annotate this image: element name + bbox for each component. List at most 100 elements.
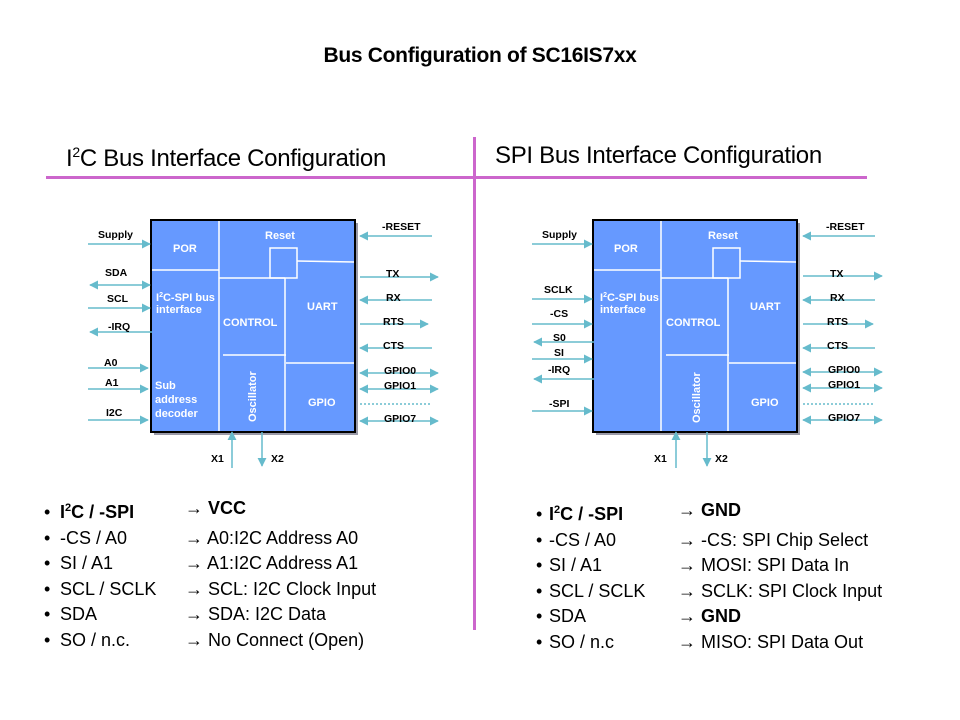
pin-label-irq: -IRQ (548, 364, 570, 376)
horizontal-divider (46, 176, 867, 179)
left-pin-arrows (88, 239, 152, 425)
arrow-icon: → (185, 629, 203, 650)
pin-label-gpio0: GPIO0 (828, 364, 860, 376)
list-item: •SI / A1→ MOSI: SPI Data In (536, 553, 849, 579)
bullet-icon: • (44, 553, 51, 573)
list-item: • SO / n.c. → No Connect (Open) (44, 628, 364, 654)
bullet-icon: • (536, 529, 543, 550)
list-item: • I2C / -SPI → VCC (44, 496, 246, 526)
sub-address-label-3: decoder (155, 408, 199, 420)
pin-name: SO / n.c. (60, 629, 131, 650)
list-item: •SCL / SCLK→ SCL: I2C Clock Input (44, 577, 376, 603)
pin-description: → SCL: I2C Clock Input (185, 578, 377, 599)
list-item: • -CS / A0 → -CS: SPI Chip Select (536, 528, 868, 554)
pin-name: SI / A1 (60, 553, 114, 573)
gpio-block-label: GPIO (751, 397, 779, 409)
pin-label-irq: -IRQ (108, 321, 130, 333)
bullet-icon: • (44, 629, 51, 650)
pin-name: SCL / SCLK (60, 578, 157, 599)
arrow-icon: → (185, 527, 203, 548)
pin-label-spi: -SPI (549, 398, 570, 410)
pin-label-x2: X2 (271, 453, 284, 465)
arrow-icon: → (678, 555, 696, 575)
arrow-icon: → (185, 578, 203, 599)
i2c-section-heading: I2C Bus Interface Configuration (66, 144, 386, 173)
bullet-icon: • (536, 504, 543, 524)
right-pin-arrows (359, 231, 439, 426)
arrow-icon: → VCC (185, 498, 247, 518)
pin-name: -CS / A0 (549, 529, 617, 550)
i2c-block-diagram: POR Reset I2C-SPI bus interface CONTROL … (60, 210, 440, 470)
arrow-icon: → (678, 500, 696, 520)
pin-label-si: SI (554, 347, 564, 359)
vertical-divider (473, 137, 476, 630)
control-block-label: CONTROL (666, 317, 721, 329)
chip-body (150, 219, 356, 433)
pin-name: I2C / -SPI (60, 502, 135, 522)
list-item: • SDA → GND (536, 604, 741, 630)
pin-label-so: S0 (553, 332, 566, 344)
list-item: •SDA→ SDA: I2C Data (44, 602, 326, 628)
spi-section-heading: SPI Bus Interface Configuration (495, 142, 822, 169)
pin-description: → A1:I2C Address A1 (185, 553, 359, 573)
bullet-icon: • (44, 527, 51, 548)
pin-label-cts: CTS (383, 340, 404, 352)
pin-label-x2: X2 (715, 453, 728, 465)
pin-label-reset: -RESET (826, 221, 865, 233)
spi-pin-config-list: •I2C / -SPI→ GND •-CS / A0→ -CS: SPI Chi… (536, 498, 882, 655)
oscillator-block-label: Oscillator (247, 371, 259, 422)
pin-label-supply: Supply (542, 229, 577, 241)
arrow-icon: → (678, 606, 696, 626)
pin-description: → GND (678, 606, 742, 626)
oscillator-block-label: Oscillator (691, 372, 703, 423)
bus-interface-label-line1: I2C-SPI bus (156, 292, 215, 304)
pin-name: SDA (549, 606, 587, 626)
pin-label-gpio1: GPIO1 (828, 379, 860, 391)
sub-address-label-1: Sub (155, 380, 176, 392)
chip-internal-lines (594, 221, 797, 431)
bottom-pin-arrows (227, 431, 267, 468)
right-pin-arrows (802, 231, 883, 425)
pin-label-sda: SDA (105, 267, 128, 279)
pin-label-gpio0: GPIO0 (384, 365, 416, 377)
pin-name: -CS / A0 (60, 527, 128, 548)
pin-description: → GND (678, 500, 742, 520)
pin-name: SO / n.c (549, 631, 615, 652)
spi-block-diagram: POR Reset I2C-SPI bus interface CONTROL … (502, 210, 892, 470)
sub-address-label-2: address (155, 394, 197, 406)
uart-block-label: UART (750, 301, 781, 313)
pin-label-gpio7: GPIO7 (384, 413, 416, 425)
arrow-icon: → (678, 529, 696, 550)
bus-interface-label-line2: interface (156, 304, 202, 316)
bullet-icon: • (44, 502, 51, 522)
uart-block-label: UART (307, 301, 338, 313)
pin-name: SDA (60, 604, 98, 624)
pin-label-rx: RX (386, 292, 401, 304)
bullet-icon: • (536, 580, 543, 601)
pin-description: → A0:I2C Address A0 (185, 527, 359, 548)
pin-label-gpio7: GPIO7 (828, 412, 860, 424)
arrow-icon: → (185, 553, 203, 573)
pin-description: → No Connect (Open) (185, 629, 365, 650)
pin-label-cts: CTS (827, 340, 848, 352)
bottom-pin-arrows (671, 431, 712, 468)
chip-body (592, 219, 798, 433)
pin-label-x1: X1 (211, 453, 224, 465)
pin-name: SI / A1 (549, 555, 603, 575)
pin-label-sclk: SCLK (544, 284, 573, 296)
pin-label-gpio1: GPIO1 (384, 380, 416, 392)
arrow-icon: → (678, 580, 696, 601)
pin-label-rts: RTS (827, 316, 848, 328)
pin-label-scl: SCL (107, 293, 129, 305)
chip-internal-lines (152, 221, 355, 431)
i2c-heading-sup: 2 (72, 144, 80, 160)
pin-description: → -CS: SPI Chip Select (678, 529, 869, 550)
pin-label-tx: TX (386, 268, 399, 280)
bullet-icon: • (536, 631, 543, 652)
pin-label-supply: Supply (98, 229, 133, 241)
pin-description: → MOSI: SPI Data In (678, 555, 850, 575)
pin-description: → MISO: SPI Data Out (678, 631, 864, 652)
bullet-icon: • (536, 606, 543, 626)
bus-interface-label-line2: interface (600, 304, 646, 316)
bullet-icon: • (44, 604, 51, 624)
